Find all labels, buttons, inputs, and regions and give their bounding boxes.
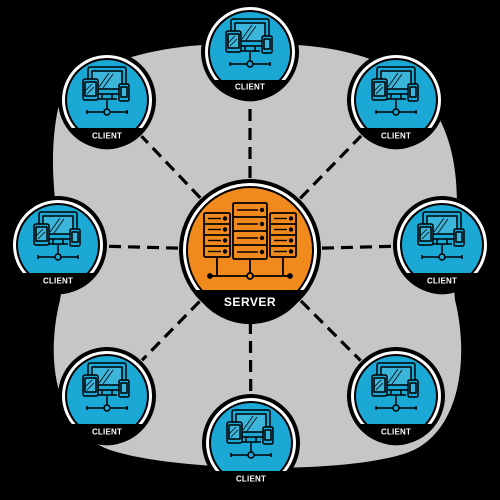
client-node [202, 394, 300, 493]
client-node [58, 51, 156, 150]
client-node [58, 347, 156, 446]
client-label-tab [406, 273, 478, 295]
client-label-tab [71, 424, 143, 446]
client-label-tab [214, 80, 286, 102]
client-node [347, 51, 445, 150]
client-nodes [9, 3, 491, 493]
client-label-tab [360, 128, 432, 150]
server-rack-icon [203, 202, 297, 280]
client-node [393, 196, 491, 295]
client-node [201, 3, 299, 102]
devices-icon [371, 362, 419, 412]
devices-icon [225, 18, 273, 68]
devices-icon [82, 362, 130, 412]
connector-lines [107, 102, 393, 394]
devices-icon [226, 409, 274, 459]
client-label-tab [22, 273, 94, 295]
client-label-tab [71, 128, 143, 150]
connector-line [321, 244, 393, 250]
connector-line [299, 299, 362, 362]
server-node [179, 179, 321, 325]
devices-icon [82, 66, 130, 116]
client-label-tab [215, 471, 287, 493]
connector-line [107, 244, 179, 250]
connector-line [140, 135, 202, 199]
server-label-tab [194, 290, 306, 325]
devices-icon [417, 211, 465, 261]
connector-line [299, 134, 363, 200]
client-label-tab [360, 424, 432, 446]
connector-line [140, 300, 201, 362]
client-node [9, 196, 107, 295]
devices-icon [33, 211, 81, 261]
client-node [347, 347, 445, 446]
devices-icon [371, 66, 419, 116]
